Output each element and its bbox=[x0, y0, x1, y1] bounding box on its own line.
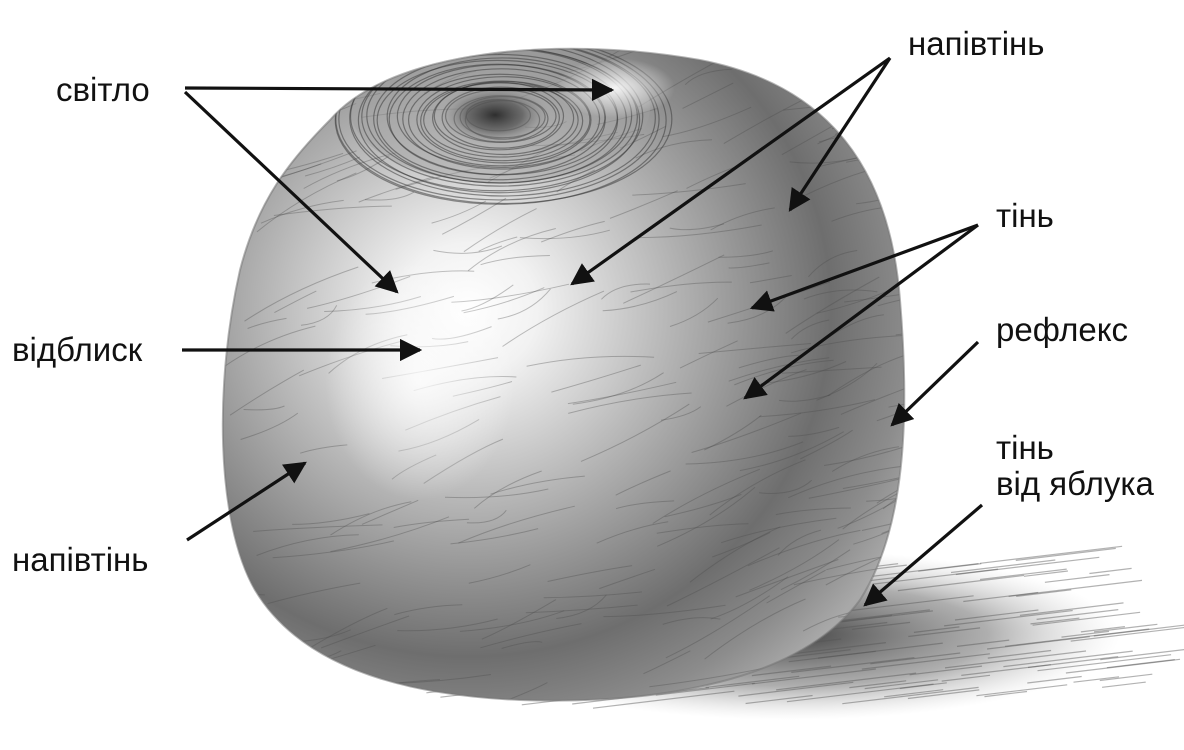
hatch-stroke bbox=[359, 32, 445, 60]
stem-cavity bbox=[440, 85, 550, 145]
hatch-stroke bbox=[361, 23, 438, 62]
hatch-stroke bbox=[227, 187, 262, 207]
hatch-stroke bbox=[917, 364, 991, 403]
label-cast-shadow-line2: від яблука bbox=[996, 466, 1154, 502]
hatch-stroke bbox=[328, 53, 398, 76]
label-cast-shadow: тінь від яблука bbox=[996, 430, 1154, 503]
label-halftone-top: напівтінь bbox=[908, 26, 1044, 62]
hatch-stroke bbox=[220, 634, 274, 657]
hatch-stroke bbox=[415, 33, 518, 48]
hatch-stroke bbox=[233, 101, 323, 126]
cast-hatch-stroke bbox=[1045, 575, 1110, 583]
hatch-stroke bbox=[888, 69, 927, 88]
hatch-stroke bbox=[375, 13, 440, 50]
hatch-stroke bbox=[908, 127, 1017, 176]
hatch-stroke bbox=[224, 42, 349, 68]
hatch-stroke bbox=[906, 145, 957, 176]
hatch-stroke bbox=[896, 305, 990, 335]
hatch-stroke bbox=[357, 26, 466, 55]
label-shadow: тінь bbox=[996, 198, 1054, 234]
hatch-stroke bbox=[834, 70, 947, 118]
hatch-stroke bbox=[615, 2, 730, 42]
hatch-stroke bbox=[882, 508, 974, 534]
hatch-stroke bbox=[546, 18, 588, 41]
label-cast-shadow-line1: тінь bbox=[996, 430, 1154, 466]
hatch-stroke bbox=[246, 107, 289, 131]
cast-hatch-stroke bbox=[1102, 682, 1146, 687]
cast-hatch-stroke bbox=[1100, 674, 1153, 680]
hatch-stroke bbox=[277, 60, 356, 107]
label-highlight: відблиск bbox=[12, 332, 142, 368]
label-halftone-left: напівтінь bbox=[12, 542, 148, 578]
hatch-stroke bbox=[905, 94, 993, 116]
hatch-stroke bbox=[916, 67, 980, 90]
hatch-stroke bbox=[832, 106, 901, 129]
label-light: світло bbox=[56, 72, 150, 108]
cast-hatch-stroke bbox=[1016, 548, 1116, 560]
arrow-light-to-top bbox=[185, 88, 612, 90]
label-reflex: рефлекс bbox=[996, 312, 1128, 348]
cast-hatch-stroke bbox=[1089, 568, 1131, 573]
